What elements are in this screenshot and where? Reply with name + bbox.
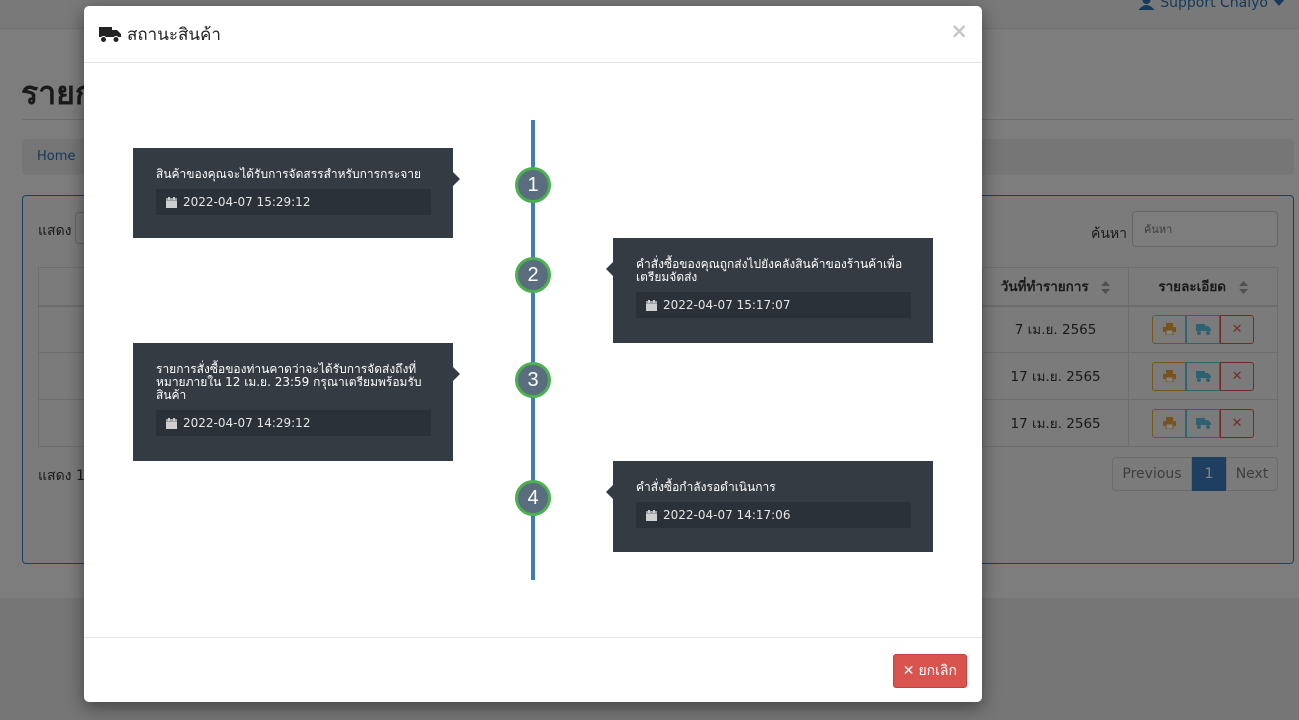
sort-icon: [1101, 280, 1111, 294]
timeline-step-marker: 2: [515, 257, 551, 293]
pagination-next[interactable]: Next: [1226, 457, 1278, 491]
shipping-status-button[interactable]: [1186, 408, 1221, 438]
shipping-status-button[interactable]: [1186, 314, 1221, 344]
calendar-icon: [166, 417, 177, 429]
calendar-icon: [646, 299, 657, 311]
pagination-page-1[interactable]: 1: [1192, 457, 1226, 491]
timeline-step-marker: 4: [515, 480, 551, 516]
pagination: Previous 1 Next: [1112, 457, 1278, 491]
user-icon: [1138, 0, 1155, 10]
user-menu[interactable]: Support Chaiyo: [1138, 0, 1285, 11]
shipping-status-modal: สถานะสินค้า × สินค้าของคุณจะได้รับการจัด…: [84, 6, 982, 702]
timeline-event-message: คำสั่งซื้อของคุณถูกส่งไปยังคลังสินค้าของ…: [636, 257, 903, 284]
sort-icon: [1238, 280, 1248, 294]
close-icon: ✕: [1231, 415, 1243, 431]
timeline-event-time: 2022-04-07 15:29:12: [156, 189, 431, 215]
print-icon: [1162, 370, 1176, 382]
user-name: Support Chaiyo: [1160, 0, 1268, 11]
search-input[interactable]: [1132, 211, 1278, 247]
truck-icon: [1195, 418, 1211, 429]
timeline-event-message: สินค้าของคุณจะได้รับการจัดสรรสำหรับการกร…: [156, 167, 422, 181]
calendar-icon: [166, 196, 177, 208]
timeline-step-marker: 1: [515, 167, 551, 203]
timeline-event-time: 2022-04-07 15:17:07: [636, 292, 911, 318]
delete-button[interactable]: ✕: [1220, 361, 1255, 391]
truck-icon: [1195, 324, 1211, 336]
print-icon: [1162, 417, 1176, 429]
timeline-event-card: รายการสั่งซื้อของท่านคาดว่าจะได้รับการจั…: [133, 343, 460, 461]
truck-icon: [99, 26, 121, 43]
search-label: ค้นหา: [1091, 226, 1128, 242]
order-date: 17 เม.ย. 2565: [982, 399, 1130, 447]
delete-button[interactable]: ✕: [1220, 408, 1255, 438]
timeline-event-card: คำสั่งซื้อกำลังรอดำเนินการ 2022-04-07 14…: [606, 461, 933, 552]
column-header-detail[interactable]: รายละเอียด: [1128, 267, 1278, 307]
truck-icon: [1195, 371, 1211, 382]
breadcrumb-home-link[interactable]: Home: [37, 149, 76, 164]
modal-footer: ✕ ยกเลิก: [84, 637, 982, 702]
timeline-event-card: สินค้าของคุณจะได้รับการจัดสรรสำหรับการกร…: [133, 148, 460, 238]
close-icon: ✕: [1231, 321, 1243, 337]
timeline-event-time: 2022-04-07 14:29:12: [156, 410, 431, 436]
modal-close-button[interactable]: ×: [950, 19, 968, 43]
page-title: รายก: [21, 74, 95, 112]
timeline-line: [531, 120, 535, 580]
delete-button[interactable]: ✕: [1220, 314, 1255, 344]
timeline-event-time: 2022-04-07 14:17:06: [636, 502, 911, 528]
column-header-date[interactable]: วันที่ทำรายการ: [982, 267, 1130, 307]
pagination-previous[interactable]: Previous: [1112, 457, 1192, 491]
table-info: แสดง 1: [38, 468, 85, 484]
calendar-icon: [646, 509, 657, 521]
close-icon: ✕: [1231, 368, 1243, 384]
print-button[interactable]: [1152, 361, 1187, 391]
close-icon: ✕: [902, 663, 915, 679]
timeline-event-card: คำสั่งซื้อของคุณถูกส่งไปยังคลังสินค้าของ…: [606, 238, 933, 343]
timeline-event-message: คำสั่งซื้อกำลังรอดำเนินการ: [636, 480, 776, 494]
timeline-step-marker: 3: [515, 362, 551, 398]
modal-body: สินค้าของคุณจะได้รับการจัดสรรสำหรับการกร…: [84, 63, 982, 637]
caret-down-icon: [1273, 0, 1285, 6]
print-icon: [1162, 323, 1176, 336]
modal-title: สถานะสินค้า: [127, 24, 221, 45]
timeline-event-message: รายการสั่งซื้อของท่านคาดว่าจะได้รับการจั…: [156, 362, 422, 402]
print-button[interactable]: [1152, 408, 1187, 438]
print-button[interactable]: [1152, 314, 1187, 344]
modal-header: สถานะสินค้า ×: [84, 6, 982, 63]
cancel-button[interactable]: ✕ ยกเลิก: [892, 654, 967, 688]
show-entries-label: แสดง: [38, 223, 72, 239]
shipping-status-button[interactable]: [1186, 361, 1221, 391]
